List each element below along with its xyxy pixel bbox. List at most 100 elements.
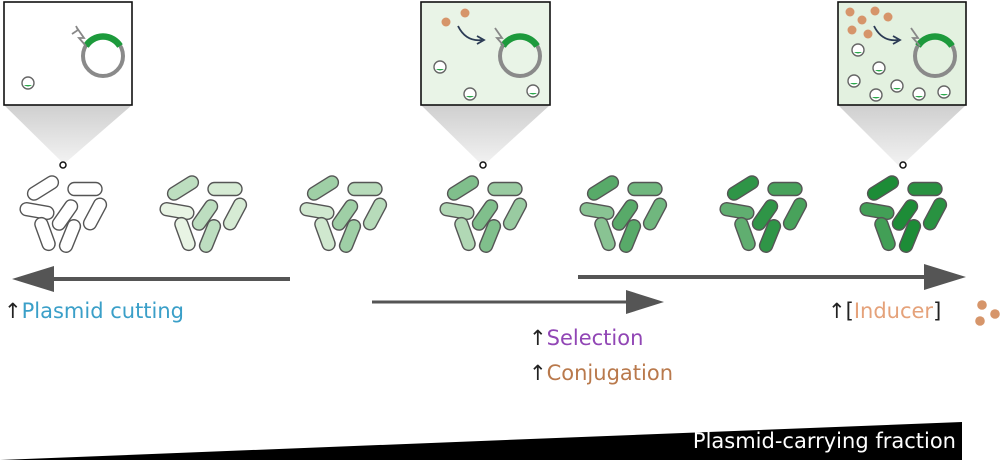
bacteria-cluster xyxy=(439,161,528,253)
bacterium-rod xyxy=(758,219,782,253)
bacterium-rod xyxy=(446,175,480,201)
label-inducer: ↑[Inducer] xyxy=(828,298,941,324)
plasmid-marker xyxy=(899,161,907,169)
plasmid-segment xyxy=(500,33,540,48)
cell-icon xyxy=(869,88,883,102)
bacterium-rod xyxy=(166,175,200,201)
cell-icon xyxy=(847,74,861,88)
bacterium-rod xyxy=(331,199,359,231)
bacterium-rod xyxy=(159,201,195,221)
up-arrow-icon: ↑ xyxy=(4,299,22,323)
inducer-dot xyxy=(990,309,1000,319)
inducer-dot xyxy=(857,15,867,25)
bacterium-rod xyxy=(67,181,103,197)
plasmid-marker xyxy=(59,161,67,169)
bacterium-rod xyxy=(767,181,803,197)
inducer-legend-dots xyxy=(975,300,1000,326)
arrowhead-left xyxy=(12,266,54,292)
bacterium-rod xyxy=(907,181,943,197)
bacterium-rod xyxy=(191,199,219,231)
cell-icon xyxy=(872,61,886,75)
bacterium-rod xyxy=(898,219,922,253)
bacterium-rod xyxy=(82,197,108,231)
inset-panel-high xyxy=(837,1,967,106)
arrows xyxy=(12,264,966,314)
arrowhead-right xyxy=(924,264,966,290)
up-arrow-icon: ↑ xyxy=(529,361,547,385)
bacteria-cluster xyxy=(159,175,248,253)
cut-lightning-icon xyxy=(494,27,505,47)
label-text: Selection xyxy=(546,326,644,350)
bacterium-rod xyxy=(26,175,60,201)
arrowhead-mid xyxy=(626,290,664,314)
bacterium-rod xyxy=(51,199,79,231)
bacterium-rod xyxy=(859,201,895,221)
inset-panel-mid xyxy=(420,1,551,106)
bacteria-cluster xyxy=(859,161,948,253)
up-arrow-icon: ↑ xyxy=(529,326,547,350)
cut-lightning-icon xyxy=(76,27,87,47)
cell-icon xyxy=(433,60,447,74)
bacterium-rod xyxy=(34,216,56,252)
bacterium-rod xyxy=(618,219,642,253)
inset-panel-low xyxy=(3,1,133,106)
up-arrow-icon: ↑ xyxy=(828,299,846,323)
bacterium-rod xyxy=(362,197,388,231)
bacterium-rod xyxy=(439,201,475,221)
bacterium-rod xyxy=(487,181,523,197)
bacterium-rod xyxy=(338,219,362,253)
cell-icon xyxy=(912,87,926,101)
bacterium-rod xyxy=(866,175,900,201)
bacterium-rod xyxy=(502,197,528,231)
inducer-dot xyxy=(975,316,985,326)
inducer-dot xyxy=(863,29,873,39)
inducer-dot xyxy=(883,12,893,22)
plasmid-segment xyxy=(83,33,123,48)
inducer-dot xyxy=(845,7,855,17)
plasmid-marker xyxy=(479,161,487,169)
inducer-dot xyxy=(977,300,987,310)
fraction-wedge xyxy=(0,422,962,460)
bacterium-rod xyxy=(174,216,196,252)
inducer-dot xyxy=(847,25,857,35)
bacterium-rod xyxy=(719,201,755,221)
bacteria-cluster xyxy=(579,175,668,253)
bacteria-cluster xyxy=(19,161,108,253)
bacterium-rod xyxy=(454,216,476,252)
inducer-dot xyxy=(441,17,451,27)
bacterium-rod xyxy=(726,175,760,201)
bacterium-rod xyxy=(198,219,222,253)
cut-lightning-icon xyxy=(910,27,921,47)
inducer-dot xyxy=(460,8,470,18)
bacterium-rod xyxy=(751,199,779,231)
bacterium-rod xyxy=(19,201,55,221)
bacterium-rod xyxy=(306,175,340,201)
bacteria-clusters xyxy=(19,161,948,253)
bacteria-cluster xyxy=(719,175,808,253)
bacteria-cluster xyxy=(299,175,388,253)
bacterium-rod xyxy=(586,175,620,201)
label-text: Plasmid cutting xyxy=(21,299,185,323)
bacterium-rod xyxy=(222,197,248,231)
bacterium-rod xyxy=(734,216,756,252)
cell-icon xyxy=(21,76,35,90)
label-text: Conjugation xyxy=(546,361,673,385)
cut-arrow-icon xyxy=(71,25,80,35)
label-selection: ↑Selection xyxy=(529,325,643,351)
bacterium-rod xyxy=(207,181,243,197)
callouts xyxy=(4,105,966,167)
cell-icon xyxy=(463,87,477,101)
bacterium-rod xyxy=(478,219,502,253)
bacterium-rod xyxy=(611,199,639,231)
bacterium-rod xyxy=(782,197,808,231)
inducer-dot xyxy=(870,6,880,16)
bacterium-rod xyxy=(642,197,668,231)
bacterium-rod xyxy=(347,181,383,197)
inducer-arrow-icon xyxy=(873,25,899,42)
bacterium-rod xyxy=(471,199,499,231)
bacterium-rod xyxy=(579,201,615,221)
inducer-arrow-icon xyxy=(457,25,483,42)
label-text: Inducer xyxy=(853,299,934,323)
bracket-close: ] xyxy=(933,299,942,323)
cell-icon xyxy=(851,43,865,57)
